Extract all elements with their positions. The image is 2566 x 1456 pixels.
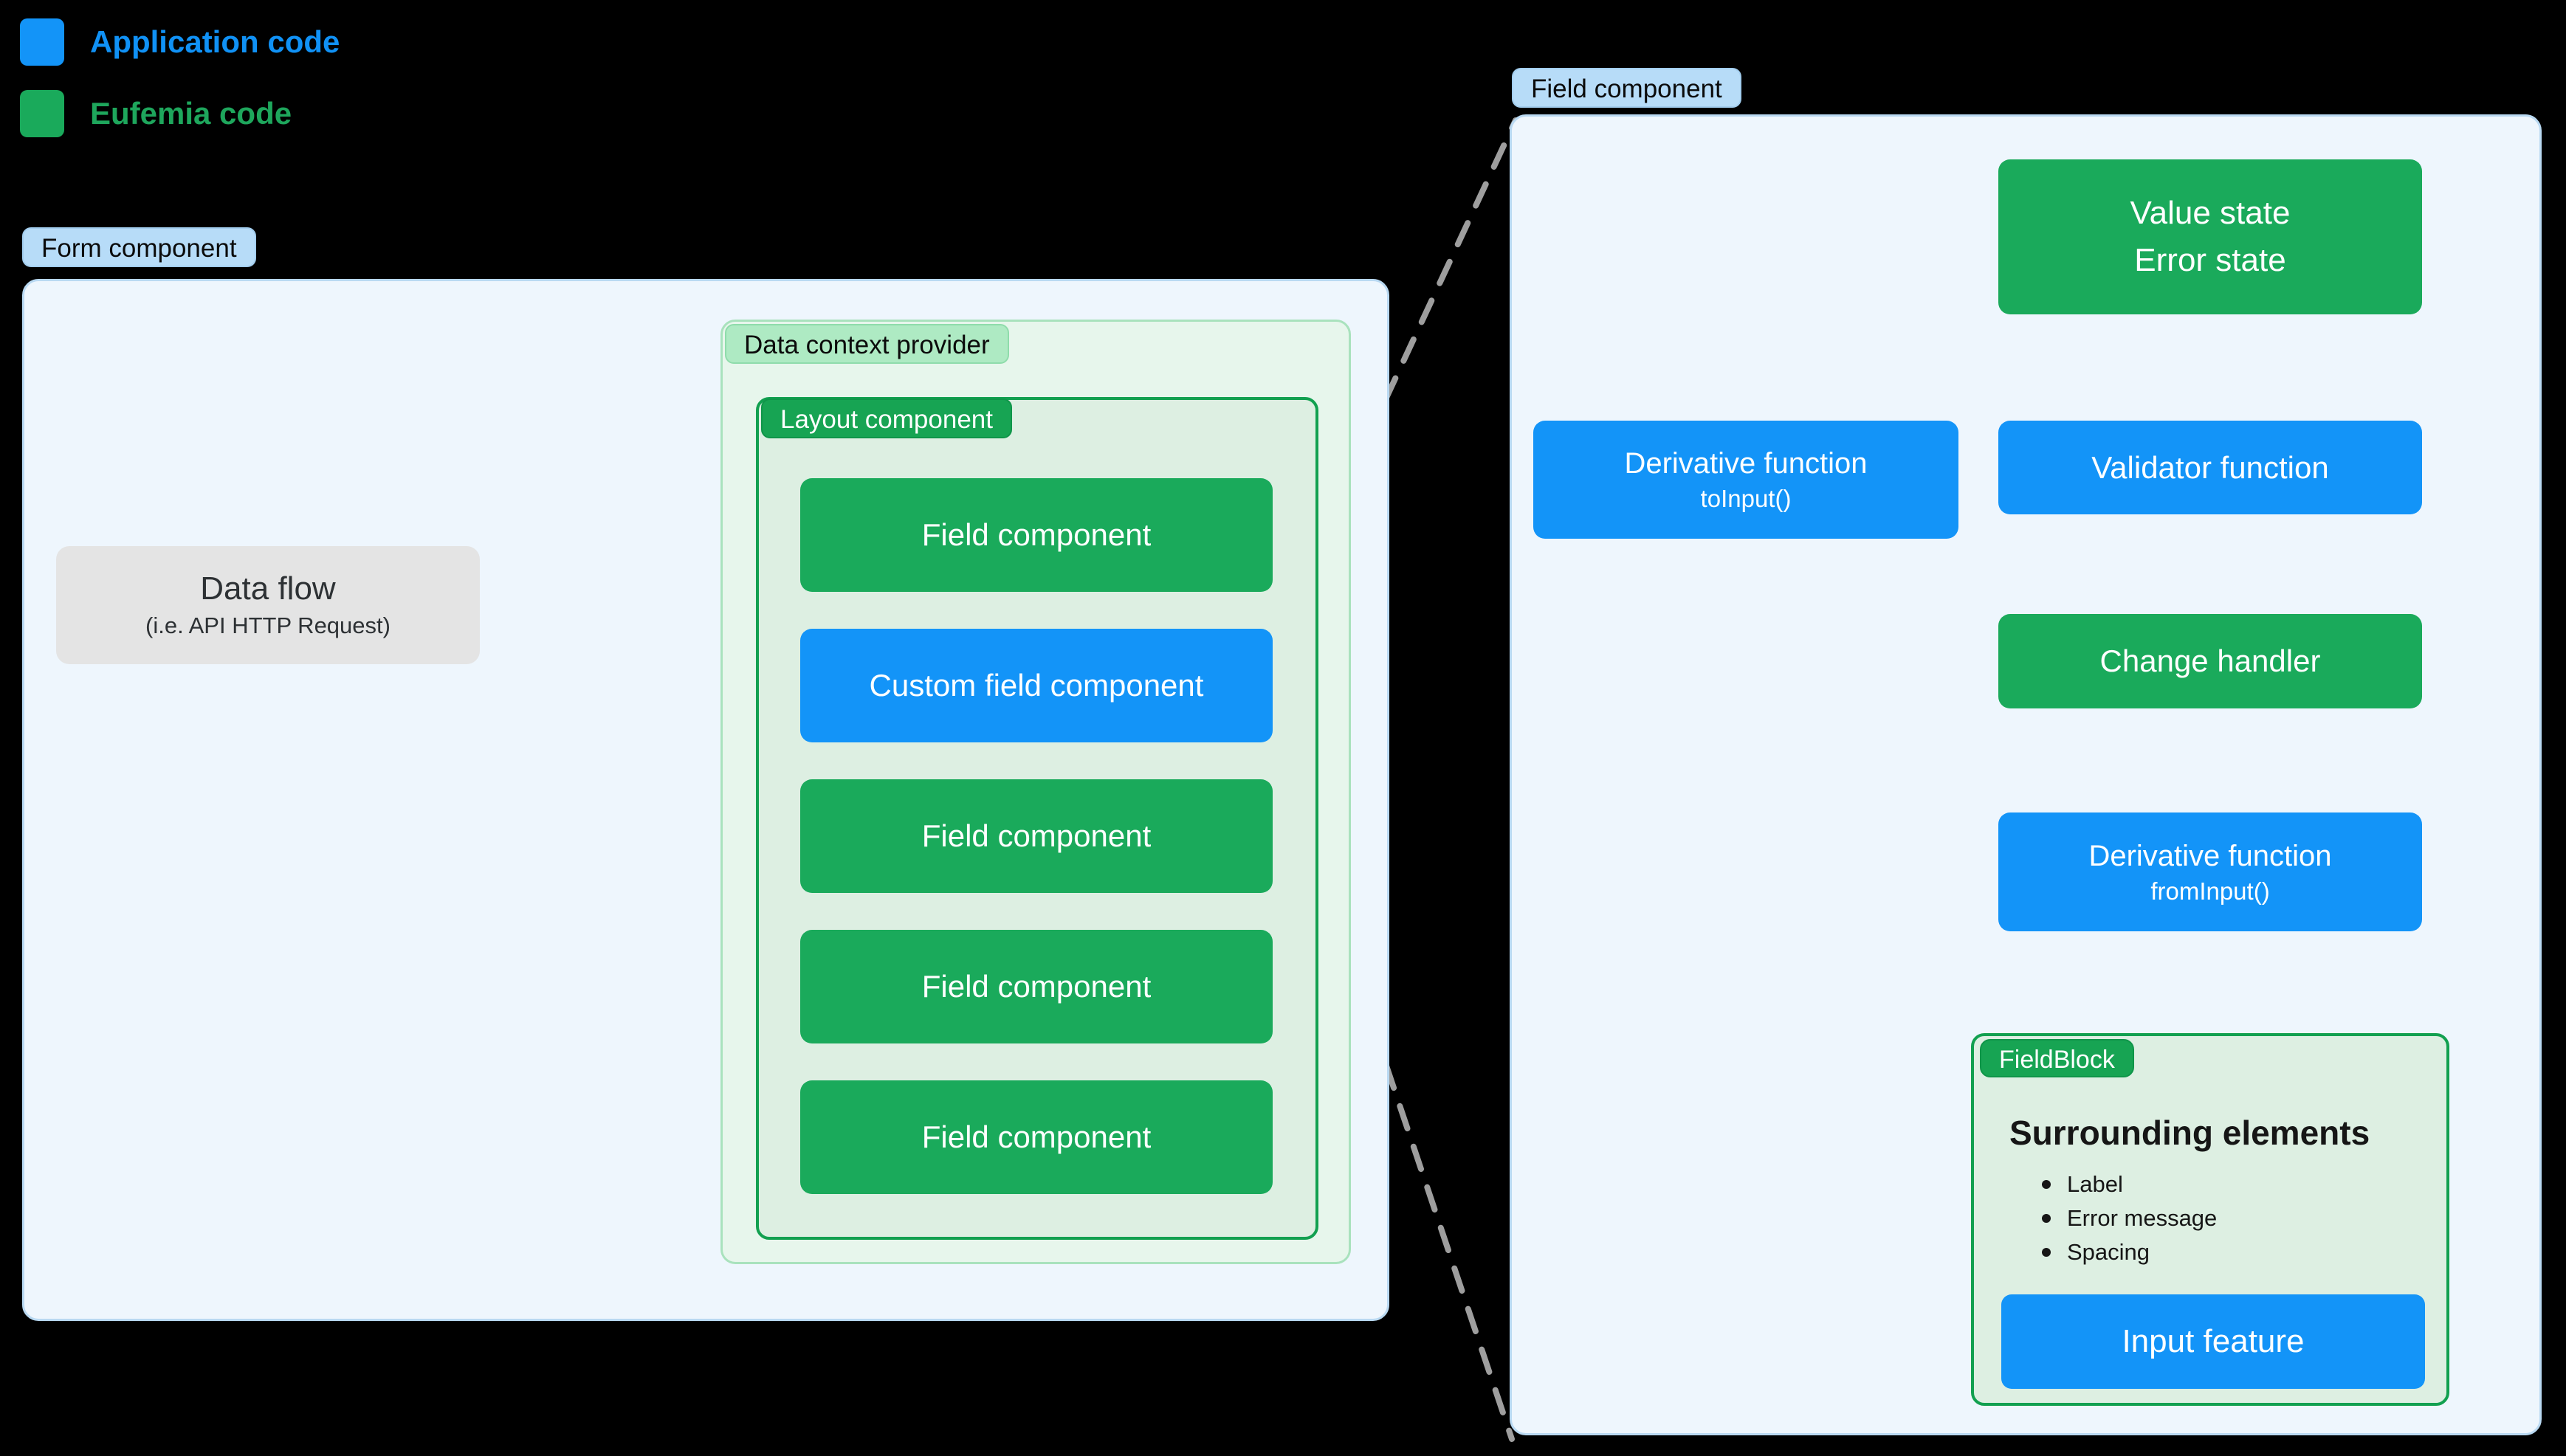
fieldblock-panel: Surrounding elements Label Error message… [1971, 1033, 2449, 1406]
derivative-toinput-subtitle: toInput() [1700, 485, 1792, 512]
validator-function-box: Validator function [1998, 421, 2422, 514]
surrounding-elements-item: Spacing [2042, 1235, 2217, 1269]
legend-label-application-code: Application code [90, 24, 340, 59]
legend-label-eufemia-code: Eufemia code [90, 96, 292, 131]
derivative-toinput-box: Derivative function toInput() [1533, 421, 1958, 539]
change-handler-label: Change handler [2099, 644, 2321, 678]
field-component-label: Field component [921, 517, 1152, 552]
input-feature-box: Input feature [2001, 1294, 2425, 1389]
data-context-provider-tag: Data context provider [725, 324, 1009, 364]
input-feature-label: Input feature [2122, 1323, 2305, 1359]
field-component-label: Field component [921, 818, 1152, 853]
surrounding-elements-item: Label [2042, 1167, 2217, 1201]
derivative-frominput-title: Derivative function [2088, 839, 2332, 872]
error-state-line: Error state [2134, 242, 2286, 278]
field-component-detail-tag: Field component [1512, 68, 1741, 108]
data-flow-box: Data flow (i.e. API HTTP Request) [56, 546, 480, 664]
field-component-label: Field component [921, 1119, 1152, 1154]
field-component-box: Field component [800, 1080, 1273, 1194]
data-flow-title: Data flow [200, 570, 336, 607]
value-state-line: Value state [2130, 195, 2291, 231]
field-component-box: Field component [800, 930, 1273, 1043]
legend-swatch-application-code [20, 18, 64, 66]
field-component-box: Field component [800, 779, 1273, 893]
form-component-tag: Form component [22, 227, 256, 267]
derivative-frominput-box: Derivative function fromInput() [1998, 812, 2422, 931]
derivative-frominput-subtitle: fromInput() [2150, 877, 2270, 905]
validator-function-label: Validator function [2091, 449, 2329, 485]
surrounding-elements-heading: Surrounding elements [2009, 1114, 2370, 1152]
field-component-box: Field component [800, 478, 1273, 592]
custom-field-component-box: Custom field component [800, 629, 1273, 742]
custom-field-component-label: Custom field component [869, 668, 1204, 703]
data-flow-subtitle: (i.e. API HTTP Request) [145, 613, 391, 638]
surrounding-elements-item: Error message [2042, 1201, 2217, 1235]
surrounding-elements-list: Label Error message Spacing [2042, 1167, 2217, 1269]
fieldblock-tag: FieldBlock [1980, 1039, 2134, 1077]
value-state-box: Value state Error state [1998, 159, 2422, 314]
field-component-label: Field component [921, 969, 1152, 1004]
derivative-toinput-title: Derivative function [1624, 447, 1868, 480]
change-handler-box: Change handler [1998, 614, 2422, 708]
legend-swatch-eufemia-code [20, 90, 64, 137]
layout-component-tag: Layout component [761, 398, 1012, 438]
